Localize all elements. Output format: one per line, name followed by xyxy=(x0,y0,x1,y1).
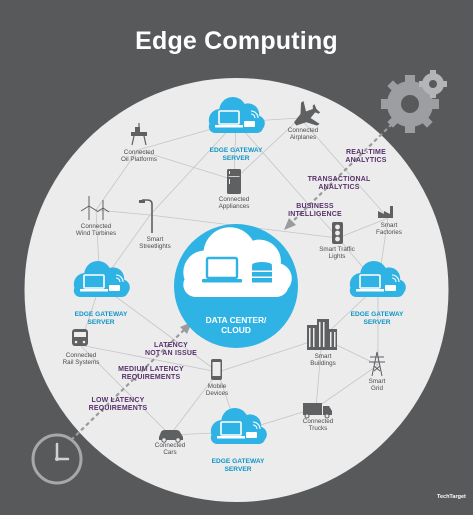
medium-latency-label: MEDIUM LATENCY REQUIREMENTS xyxy=(118,366,184,381)
cars-label: Connected Cars xyxy=(154,442,186,457)
data-center-label: DATA CENTER/ CLOUD xyxy=(205,315,267,335)
realtime-analytics-label: REAL-TIME ANALYTICS xyxy=(345,149,387,164)
gateway-label-left: EDGE GATEWAY SERVER xyxy=(74,311,128,326)
factories-label: Smart Factories xyxy=(376,222,402,237)
traffic-light-icon xyxy=(332,222,343,244)
data-center-node xyxy=(174,224,298,348)
power-tower-icon xyxy=(369,351,385,377)
clock-icon xyxy=(31,433,83,485)
refrigerator-icon xyxy=(227,169,241,194)
gateway-label-right: EDGE GATEWAY SERVER xyxy=(350,311,404,326)
wind-turbine-icon xyxy=(80,196,110,220)
traffic-lights-label: Smart Traffic Lights xyxy=(319,246,355,261)
brand-logo: TechTarget xyxy=(437,494,466,500)
business-intelligence-label: BUSINESS INTELLIGENCE xyxy=(288,203,342,218)
streetlights-label: Smart Streetlights xyxy=(139,236,171,251)
database-icon xyxy=(252,262,272,283)
wifi-icon xyxy=(391,274,400,283)
edge-gateway-bottom xyxy=(210,408,267,444)
wifi-icon xyxy=(252,421,261,430)
wifi-icon xyxy=(115,274,124,283)
wifi-icon xyxy=(250,110,259,119)
buildings-icon xyxy=(307,319,337,350)
edge-gateway-right xyxy=(349,261,406,297)
edge-gateway-left xyxy=(73,261,130,297)
oil-platforms-label: Connected Oil Platforms xyxy=(120,149,158,164)
latency-not-an-issue-label: LATENCY NOT AN ISSUE xyxy=(145,342,197,357)
airplane-icon xyxy=(294,100,321,126)
transactional-analytics-label: TRANSACTIONAL ANALYTICS xyxy=(307,176,371,191)
gears-icon xyxy=(381,70,447,133)
gateway-label-bottom: EDGE GATEWAY SERVER xyxy=(211,458,265,473)
laptop-icon xyxy=(202,256,242,283)
wind-turbines-label: Connected Wind Turbines xyxy=(75,223,117,238)
latency-arrows xyxy=(65,123,393,446)
oil-platform-icon xyxy=(131,123,147,146)
appliances-label: Connected Appliances xyxy=(218,196,250,211)
gateway-label-top: EDGE GATEWAY SERVER xyxy=(209,147,263,162)
train-icon xyxy=(72,329,88,346)
truck-icon xyxy=(303,403,332,419)
smart-grid-label: Smart Grid xyxy=(368,378,386,393)
buildings-label: Smart Buildings xyxy=(310,353,336,368)
trucks-label: Connected Trucks xyxy=(302,418,334,433)
airplanes-label: Connected Airplanes xyxy=(287,127,319,142)
low-latency-label: LOW LATENCY REQUIREMENTS xyxy=(88,397,148,412)
edge-gateway-top xyxy=(208,97,265,133)
car-icon xyxy=(159,430,183,443)
streetlight-icon xyxy=(139,199,153,233)
arrow-head-center-right xyxy=(284,218,296,230)
factory-icon xyxy=(378,206,393,218)
page-title: Edge Computing xyxy=(135,27,338,55)
phone-icon xyxy=(211,359,222,380)
rail-systems-label: Connected Rail Systems xyxy=(62,352,100,367)
mobile-devices-label: Mobile Devices xyxy=(205,383,229,398)
